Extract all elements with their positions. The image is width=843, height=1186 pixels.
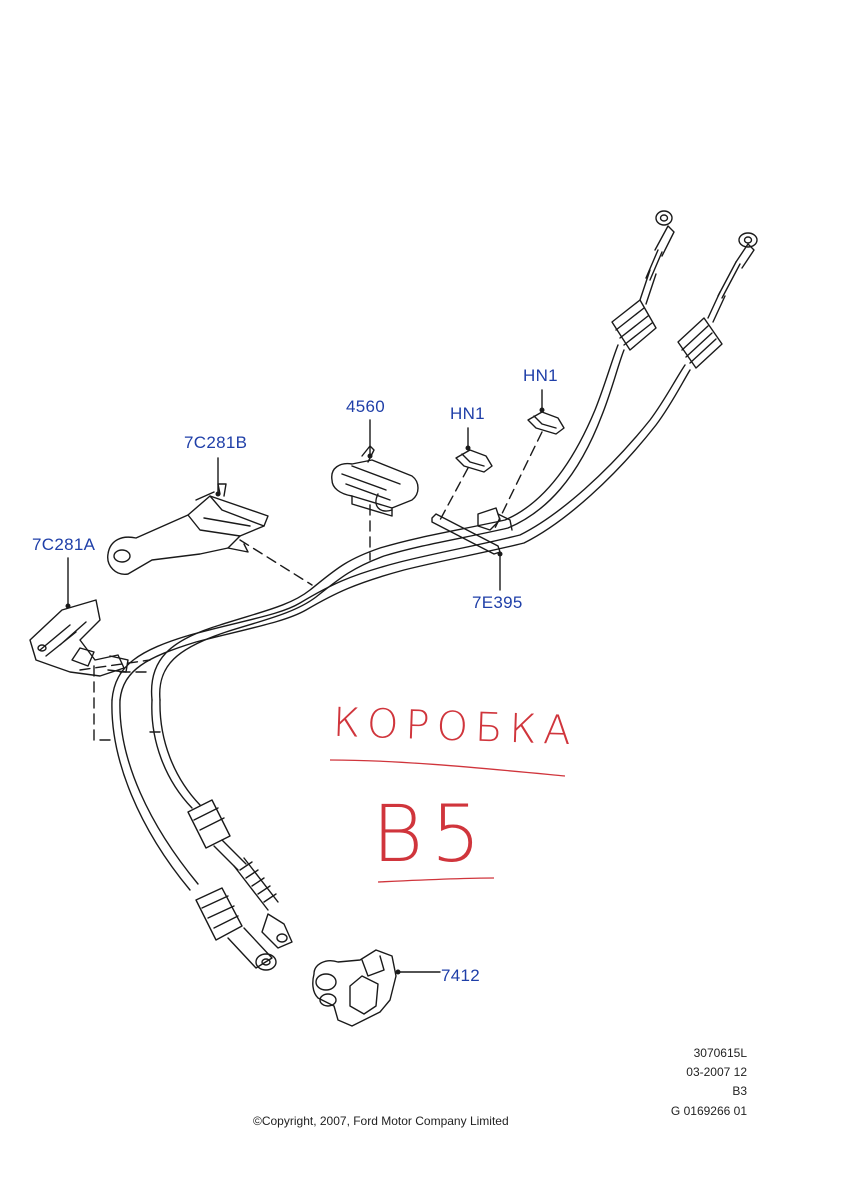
clip-4560 [331, 445, 419, 517]
bracket-7c281b [107, 483, 269, 575]
selector-7412 [312, 949, 397, 1027]
meta-ref: 3070615L [693, 1046, 747, 1060]
handwritten-note-gearbox: КОРОБКА [332, 699, 579, 755]
upper-cable-gearbox-end [151, 699, 293, 949]
shift-cable-upper [150, 344, 625, 701]
callout-7c281a: 7C281A [32, 535, 96, 554]
bracket-7c281a [29, 599, 129, 677]
callout-4560: 4560 [346, 397, 386, 416]
lower-cable-gearbox-end [111, 699, 277, 971]
meta-code: B3 [732, 1084, 747, 1098]
callout-hn1-left: HN1 [450, 404, 485, 423]
lower-cable-end-fitting [677, 232, 758, 369]
callout-hn1-right: HN1 [523, 366, 558, 385]
meta-date: 03-2007 12 [686, 1065, 747, 1079]
handwritten-note-model: B5 [372, 790, 489, 880]
meta-part: G 0169266 01 [670, 1104, 747, 1118]
clip-hn1-left [455, 449, 493, 473]
callout-7c281b: 7C281B [184, 433, 248, 452]
callout-7e395: 7E395 [472, 593, 523, 612]
clip-hn1-right [527, 411, 565, 435]
copyright-notice: ©Copyright, 2007, Ford Motor Company Lim… [253, 1114, 509, 1128]
handwriting-underlines [329, 759, 566, 883]
bracket-7e395 [431, 507, 513, 555]
callout-leader-lines [67, 389, 543, 973]
assembly-guide-lines [79, 431, 543, 741]
select-cable-lower [111, 364, 691, 701]
callout-7412: 7412 [441, 966, 481, 985]
upper-cable-end-fitting [611, 210, 675, 351]
leader-dots [65, 407, 545, 975]
